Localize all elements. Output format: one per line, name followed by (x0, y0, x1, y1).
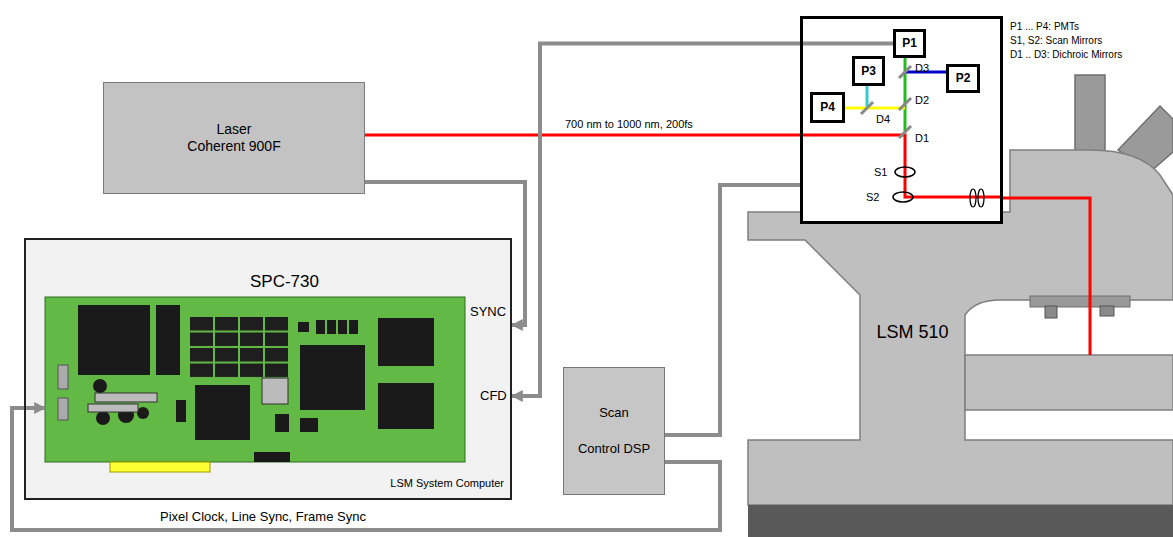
part-label: D3 (915, 62, 929, 75)
chip (262, 378, 288, 404)
box-label: Laser Coherent 900F (187, 121, 282, 155)
legend-note: S1, S2: Scan Mirrors (1010, 35, 1102, 47)
dichroic-mirror (861, 102, 873, 114)
signal-wire (512, 44, 893, 397)
box-label: Scan Control DSP (574, 395, 654, 467)
legend-note: D1 .. D3: Dichroic Mirrors (1010, 49, 1122, 61)
objective (1100, 306, 1114, 316)
scan-mirror (895, 167, 915, 177)
part-label: S2 (866, 191, 879, 204)
scan-head-fill (800, 16, 1003, 224)
emission-path (845, 107, 905, 110)
part-label: SPC-730 (250, 272, 319, 292)
part-label: D2 (915, 94, 929, 107)
pmt-box: P4 (810, 92, 845, 123)
connector-label: 700 nm to 1000 nm, 200fs (565, 118, 693, 131)
part-label: D1 (915, 132, 929, 145)
laser-beam (1003, 198, 1090, 355)
box-label: P2 (956, 71, 971, 85)
microscope-name: LSM 510 (860, 310, 965, 355)
chip (378, 318, 434, 366)
eyepiece-tube (1075, 75, 1105, 155)
capacitor (137, 407, 149, 419)
signal-name: SYNC (470, 304, 506, 320)
chip (349, 320, 358, 334)
box-label: P1 (902, 36, 917, 50)
tcspc-card: SPC-730 (45, 270, 465, 475)
signal-name: CFD (480, 388, 507, 404)
chip (78, 305, 150, 375)
chip (378, 383, 434, 429)
pmt-box: P3 (852, 56, 885, 86)
pmt-box: P1 (893, 29, 926, 58)
memory-array (190, 317, 290, 379)
signal-wire (365, 182, 525, 325)
computer-box: SPC-730LSM System Computer (24, 238, 512, 500)
laser-beam (800, 135, 1003, 197)
laser-box: Laser Coherent 900F (103, 82, 365, 194)
component-strip (95, 393, 157, 402)
dichroic-mirror (899, 126, 911, 138)
chip (254, 452, 290, 462)
scan-head: P1P3P2P4 D3D2D4D1S1S2 (800, 16, 1003, 224)
box-label: P4 (820, 100, 835, 114)
box-label: P3 (861, 64, 876, 78)
input-connector (58, 365, 68, 389)
part-label: LSM System Computer (390, 477, 504, 490)
computer-panel (24, 238, 512, 500)
chip (316, 320, 325, 334)
chip (275, 414, 289, 432)
signal-wire (665, 185, 800, 435)
circuit-board (45, 297, 465, 462)
emission-path (866, 86, 869, 108)
chip (300, 418, 318, 432)
lens (978, 189, 984, 207)
chip (327, 320, 336, 334)
part-label: D4 (876, 113, 890, 126)
pmt-box: P2 (946, 64, 980, 93)
laser-beam (365, 134, 800, 137)
chip (300, 345, 365, 410)
chip (195, 385, 250, 440)
chip (156, 305, 180, 375)
nosepiece (1030, 296, 1130, 307)
capacitor (93, 379, 107, 393)
connector-label: Pixel Clock, Line Sync, Frame Sync (160, 509, 366, 525)
legend-note: P1 ... P4: PMTs (1010, 21, 1079, 33)
scan-mirror (893, 192, 913, 202)
part-label: S1 (874, 166, 887, 179)
input-connector (58, 398, 68, 420)
component-strip (88, 404, 138, 412)
microscope-stage (965, 355, 1173, 410)
microscope-base (748, 505, 1173, 537)
dichroic-mirror (899, 98, 911, 110)
dichroic-mirror (899, 66, 911, 78)
chip (338, 320, 347, 334)
chip (298, 322, 309, 332)
box-label: LSM 510 (876, 322, 948, 344)
edge-connector (110, 462, 210, 472)
capacitor (96, 411, 110, 425)
lens (970, 189, 976, 207)
scan-control-box: Scan Control DSP (563, 367, 665, 495)
chip (176, 400, 186, 422)
objective (1045, 306, 1057, 318)
